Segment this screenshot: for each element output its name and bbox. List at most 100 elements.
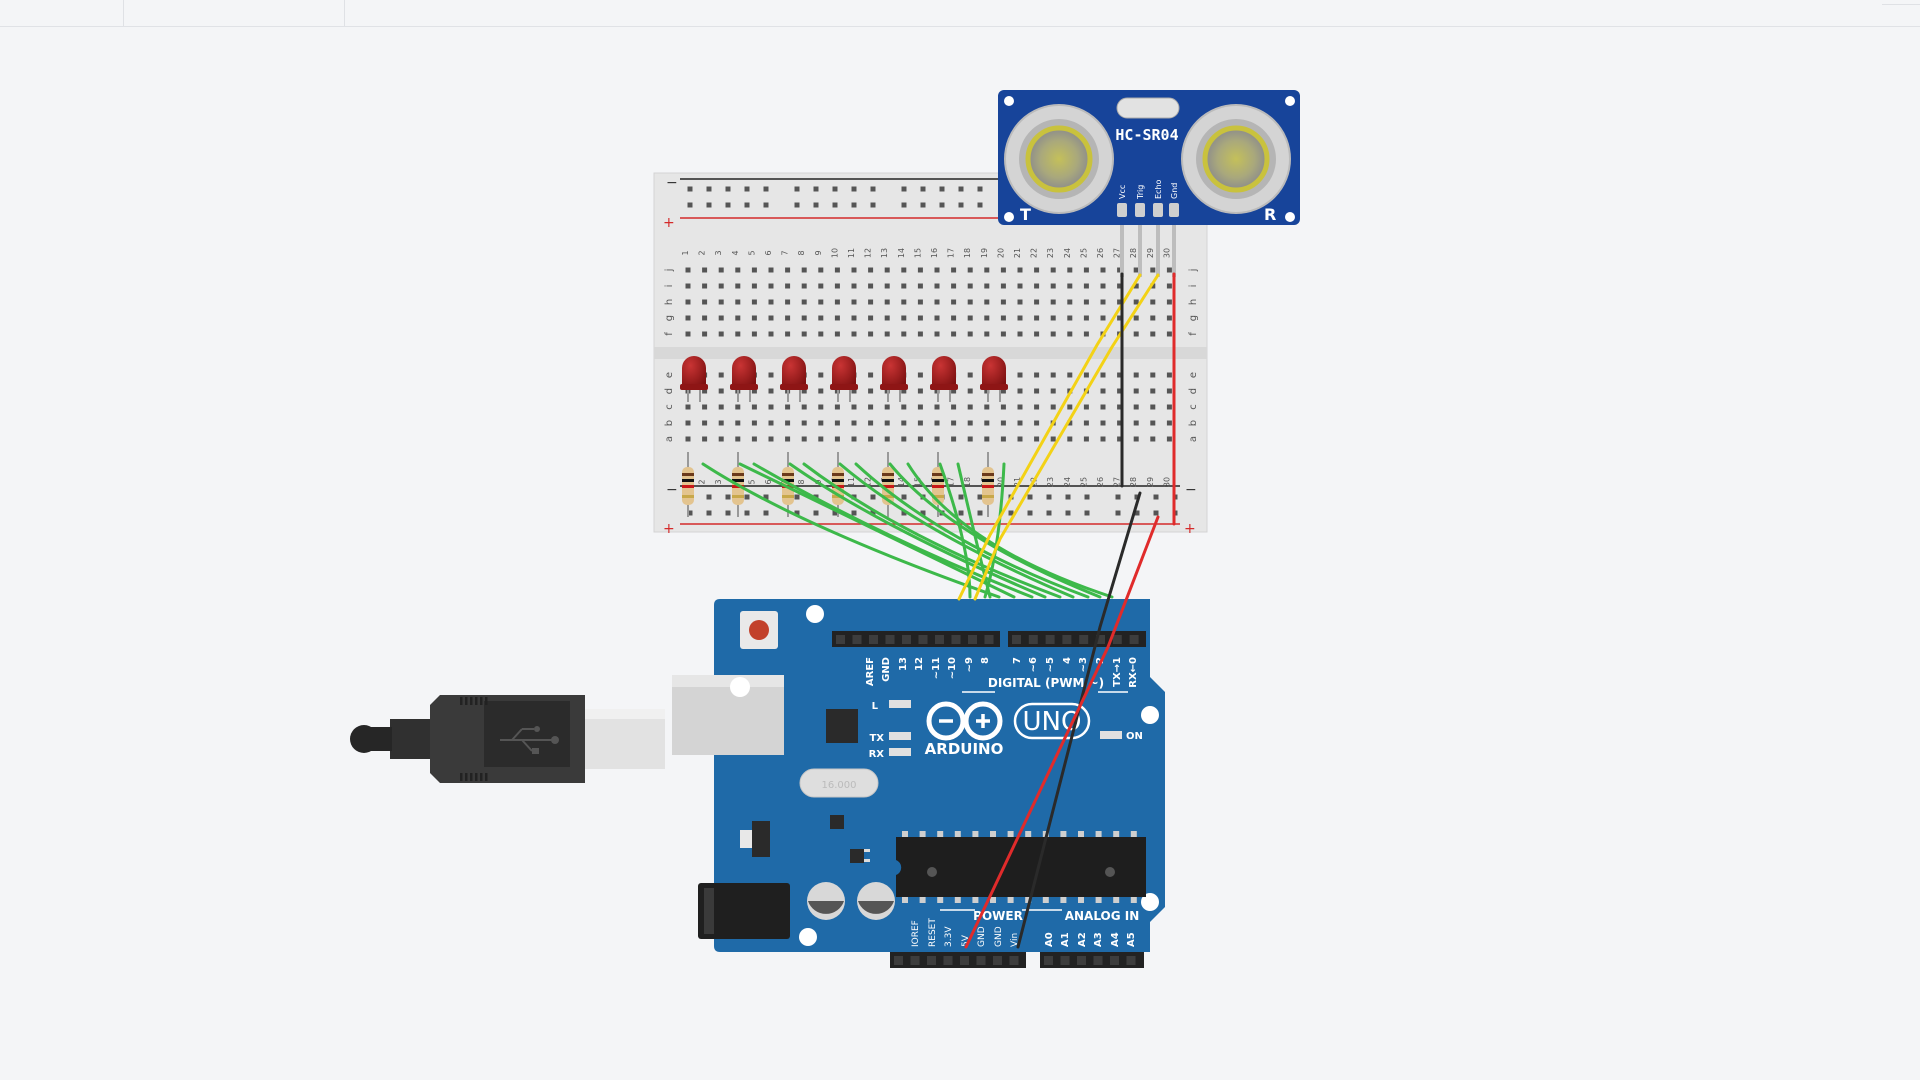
breadboard-hole[interactable] [1166, 436, 1172, 442]
sensor-pin[interactable] [1153, 203, 1163, 217]
breadboard-hole[interactable] [1117, 267, 1123, 273]
rail-hole[interactable] [706, 494, 712, 500]
breadboard-hole[interactable] [834, 267, 840, 273]
breadboard-hole[interactable] [818, 404, 824, 410]
rail-hole[interactable] [725, 510, 731, 516]
breadboard-hole[interactable] [1150, 372, 1156, 378]
breadboard-hole[interactable] [1050, 283, 1056, 289]
breadboard-hole[interactable] [1133, 436, 1139, 442]
rail-hole[interactable] [920, 202, 926, 208]
breadboard-hole[interactable] [718, 331, 724, 337]
breadboard-hole[interactable] [685, 283, 691, 289]
wire-green[interactable] [906, 462, 1114, 599]
breadboard-hole[interactable] [1133, 372, 1139, 378]
breadboard-hole[interactable] [851, 388, 857, 394]
wire-green[interactable] [938, 462, 972, 599]
breadboard-hole[interactable] [868, 331, 874, 337]
breadboard-hole[interactable] [1083, 331, 1089, 337]
breadboard-hole[interactable] [1017, 299, 1023, 305]
breadboard-hole[interactable] [1034, 283, 1040, 289]
rail-hole[interactable] [1046, 510, 1052, 516]
breadboard-hole[interactable] [685, 315, 691, 321]
rail-hole[interactable] [958, 202, 964, 208]
breadboard-hole[interactable] [1034, 436, 1040, 442]
breadboard-hole[interactable] [951, 267, 957, 273]
breadboard-hole[interactable] [901, 315, 907, 321]
breadboard-hole[interactable] [1034, 331, 1040, 337]
breadboard-hole[interactable] [685, 420, 691, 426]
breadboard-hole[interactable] [851, 331, 857, 337]
breadboard-hole[interactable] [1000, 315, 1006, 321]
header-pin[interactable] [1110, 956, 1119, 965]
rail-hole[interactable] [763, 494, 769, 500]
breadboard-hole[interactable] [967, 315, 973, 321]
breadboard-hole[interactable] [884, 331, 890, 337]
breadboard-hole[interactable] [751, 315, 757, 321]
sensor-pin[interactable] [1117, 203, 1127, 217]
rail-hole[interactable] [1065, 510, 1071, 516]
breadboard-hole[interactable] [868, 267, 874, 273]
breadboard-hole[interactable] [1067, 331, 1073, 337]
breadboard-hole[interactable] [967, 388, 973, 394]
breadboard-hole[interactable] [1034, 315, 1040, 321]
breadboard-hole[interactable] [685, 299, 691, 305]
breadboard-hole[interactable] [718, 404, 724, 410]
breadboard-hole[interactable] [1150, 267, 1156, 273]
header-pin[interactable] [1093, 956, 1103, 965]
breadboard-hole[interactable] [917, 436, 923, 442]
breadboard-hole[interactable] [884, 436, 890, 442]
breadboard-hole[interactable] [1100, 299, 1106, 305]
breadboard-hole[interactable] [1133, 267, 1139, 273]
breadboard-hole[interactable] [951, 283, 957, 289]
header-pin[interactable] [935, 635, 944, 644]
breadboard-hole[interactable] [1034, 388, 1040, 394]
breadboard-hole[interactable] [1017, 372, 1023, 378]
breadboard-hole[interactable] [1000, 388, 1006, 394]
breadboard-hole[interactable] [851, 404, 857, 410]
breadboard-hole[interactable] [901, 436, 907, 442]
breadboard-hole[interactable] [1166, 420, 1172, 426]
header-pin[interactable] [1079, 635, 1089, 644]
breadboard-hole[interactable] [901, 283, 907, 289]
breadboard-hole[interactable] [1117, 388, 1123, 394]
breadboard-hole[interactable] [751, 404, 757, 410]
led-red[interactable] [732, 356, 756, 388]
breadboard-hole[interactable] [884, 267, 890, 273]
breadboard-hole[interactable] [967, 283, 973, 289]
breadboard-hole[interactable] [685, 267, 691, 273]
breadboard-hole[interactable] [1050, 331, 1056, 337]
breadboard-hole[interactable] [1083, 404, 1089, 410]
breadboard-hole[interactable] [818, 372, 824, 378]
rail-hole[interactable] [901, 494, 907, 500]
breadboard-hole[interactable] [834, 315, 840, 321]
breadboard-hole[interactable] [718, 372, 724, 378]
header-pin[interactable] [1096, 635, 1105, 644]
rail-hole[interactable] [1115, 494, 1121, 500]
breadboard-hole[interactable] [702, 404, 708, 410]
breadboard-hole[interactable] [934, 404, 940, 410]
rail-hole[interactable] [794, 510, 800, 516]
breadboard-hole[interactable] [702, 283, 708, 289]
breadboard-hole[interactable] [818, 331, 824, 337]
rail-hole[interactable] [832, 186, 838, 192]
breadboard-hole[interactable] [735, 299, 741, 305]
breadboard-hole[interactable] [785, 331, 791, 337]
breadboard-hole[interactable] [785, 299, 791, 305]
breadboard-hole[interactable] [901, 267, 907, 273]
rail-hole[interactable] [958, 186, 964, 192]
rail-hole[interactable] [687, 202, 693, 208]
breadboard-hole[interactable] [768, 299, 774, 305]
breadboard-hole[interactable] [917, 315, 923, 321]
breadboard-hole[interactable] [1000, 436, 1006, 442]
breadboard-hole[interactable] [751, 388, 757, 394]
breadboard-hole[interactable] [1100, 404, 1106, 410]
breadboard-hole[interactable] [934, 315, 940, 321]
breadboard-hole[interactable] [685, 436, 691, 442]
rail-hole[interactable] [939, 186, 945, 192]
breadboard-hole[interactable] [917, 331, 923, 337]
breadboard-hole[interactable] [1000, 404, 1006, 410]
header-pin[interactable] [1028, 635, 1038, 644]
breadboard-hole[interactable] [1100, 315, 1106, 321]
breadboard-hole[interactable] [934, 283, 940, 289]
rail-hole[interactable] [794, 494, 800, 500]
